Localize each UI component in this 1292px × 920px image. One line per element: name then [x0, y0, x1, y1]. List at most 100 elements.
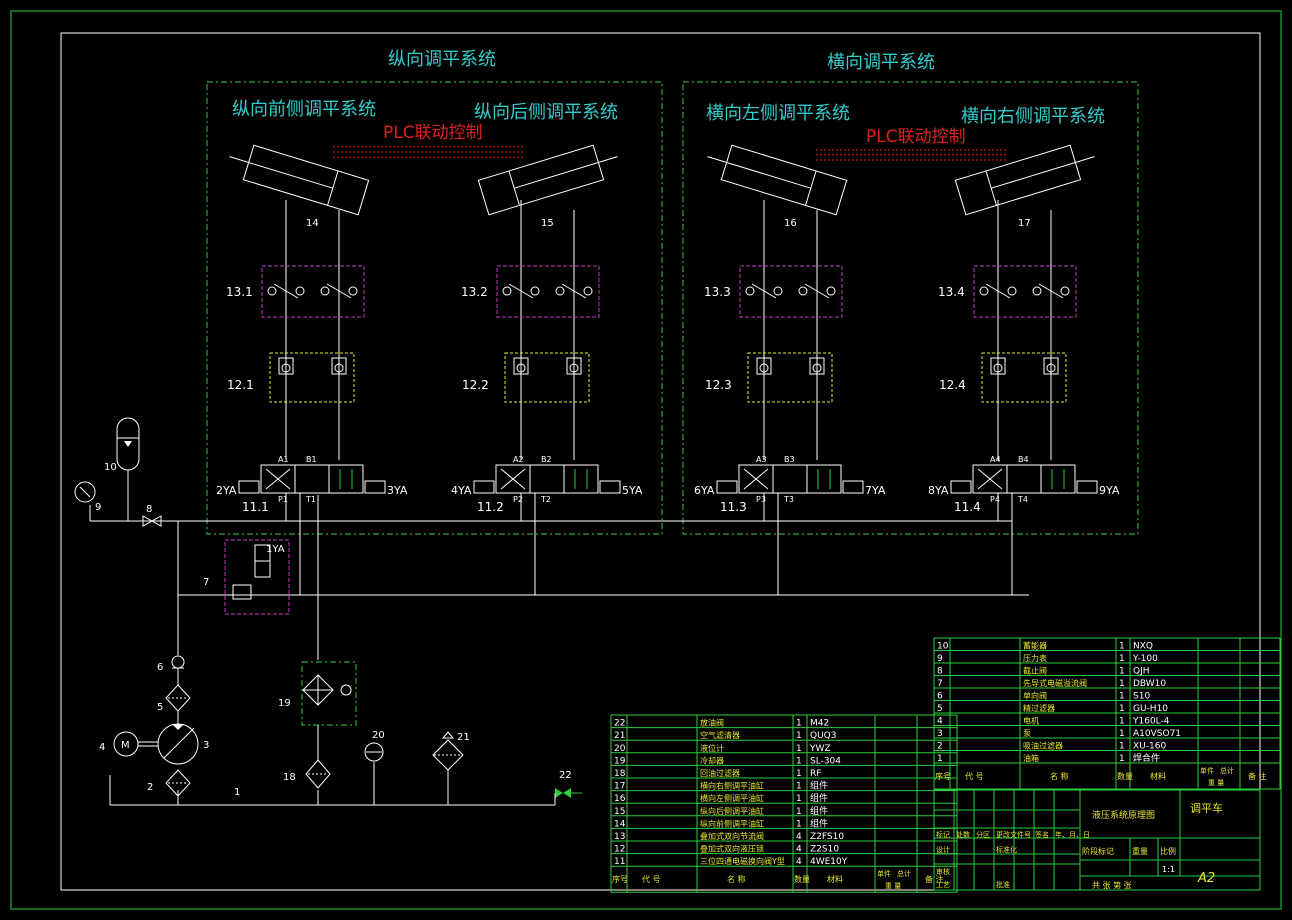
- hdr-name: 名 称: [1050, 771, 1069, 781]
- check-icon: [798, 286, 808, 296]
- hdr-code: 代 号: [965, 771, 984, 781]
- bom-mat: XU-160: [1133, 742, 1166, 752]
- hdr-note: 备 注: [1248, 771, 1267, 781]
- bom-name: 截止阀: [1023, 666, 1047, 676]
- motor-icon: [113, 731, 139, 757]
- long-front-title: 纵向前侧调平系统: [232, 99, 376, 120]
- port-A: A4: [990, 455, 1001, 464]
- solenoid-right-icon: [364, 480, 386, 494]
- bom-no: 17: [614, 782, 625, 792]
- bom-mat: Z2FS10: [810, 832, 844, 842]
- hdr-unit: 单件: [877, 869, 891, 878]
- throttle-label: 13.1: [226, 285, 253, 299]
- throttle-label: 13.3: [704, 285, 731, 299]
- review-label: 审核: [936, 867, 950, 876]
- bom-mat: Y-100: [1132, 654, 1158, 664]
- bom-mat: 焊合件: [1133, 752, 1160, 764]
- bom-mat: 4WE10Y: [810, 857, 848, 867]
- bom-no: 4: [937, 717, 943, 727]
- cooler-box: [301, 661, 357, 726]
- bom-no: 18: [614, 769, 626, 779]
- bom-no: 9: [937, 654, 943, 664]
- stage-mark: 阶段标记: [1082, 846, 1114, 856]
- bom-qty: 1: [1119, 679, 1125, 689]
- solenoid-left-label: 4YA: [451, 484, 472, 497]
- port-B: B3: [784, 455, 795, 464]
- bom-mat: DBW10: [1133, 679, 1166, 689]
- inner-frame: [60, 32, 1261, 891]
- bom-mat: 组件: [810, 817, 828, 829]
- solenoid-right-label: 3YA: [387, 484, 408, 497]
- pressure-lines: [89, 470, 1029, 806]
- hdr-name: 名 称: [727, 874, 746, 884]
- pilot-check-icon: [516, 363, 526, 373]
- bom-name: 三位四通电磁换向阀Y型: [700, 856, 785, 866]
- drain-valve-icon: [555, 788, 563, 798]
- pressure-gauge-icon: [74, 481, 96, 503]
- solenoid-right-label: 9YA: [1099, 484, 1120, 497]
- solenoid-left-icon: [716, 480, 738, 494]
- lock-label: 12.2: [462, 378, 489, 392]
- bom-no: 19: [614, 756, 626, 766]
- bom-qty: 4: [796, 845, 802, 855]
- solenoid-left-icon: [473, 480, 495, 494]
- bom-mat: 组件: [810, 805, 828, 817]
- bom-no: 10: [937, 642, 949, 652]
- label-21: 21: [457, 732, 470, 743]
- hdr-weight: 重 量: [1208, 779, 1224, 787]
- bom-qty: 1: [1119, 692, 1125, 702]
- bom-mat: NXQ: [1133, 642, 1153, 652]
- bom-mat: 组件: [810, 792, 828, 804]
- pilot-check-icon: [281, 363, 291, 373]
- sheet-size: A2: [1197, 871, 1215, 886]
- label-10: 10: [104, 462, 117, 473]
- hdr-code: 代 号: [642, 874, 661, 884]
- port-P: P3: [756, 495, 766, 504]
- label-1YA: 1YA: [266, 544, 285, 555]
- label-19: 19: [278, 698, 291, 709]
- longitudinal-title: 纵向调平系统: [388, 49, 496, 70]
- bom-no: 11: [614, 857, 625, 867]
- svg-text:M: M: [121, 740, 130, 751]
- bom-name: 纵向后侧调平油缸: [700, 806, 764, 816]
- bom-name: 泵: [1023, 729, 1031, 738]
- lock-label: 12.3: [705, 378, 732, 392]
- bom-name: 液位计: [700, 743, 724, 753]
- relief-valve-icon: [232, 584, 252, 600]
- air-filter-icon: [432, 739, 464, 771]
- bom-name: 纵向前侧调平油缸: [700, 818, 764, 828]
- directional-valve-icon: [260, 464, 364, 494]
- bom-qty: 1: [1119, 754, 1125, 764]
- solenoid-left-label: 8YA: [928, 484, 949, 497]
- scale-label: 比例: [1160, 846, 1176, 856]
- bom-qty: 1: [796, 782, 802, 792]
- throttle-label: 13.2: [461, 285, 488, 299]
- bom-name: 横向左侧调平油缸: [700, 793, 764, 803]
- lock-label: 12.4: [939, 378, 966, 392]
- port-A: A2: [513, 455, 524, 464]
- plc-left-label: PLC联动控制: [383, 123, 483, 143]
- bom-mat: RF: [810, 769, 821, 779]
- bom-qty: 1: [796, 819, 802, 829]
- bom-no: 5: [937, 704, 943, 714]
- product-name: 调平车: [1190, 801, 1223, 815]
- hdr-weight: 重 量: [885, 882, 901, 890]
- check-valve-icon: [171, 655, 185, 669]
- bom-qty: 1: [796, 794, 802, 804]
- bom-no: 12: [614, 845, 625, 855]
- check-icon: [1032, 286, 1042, 296]
- cylinder-icon: [477, 144, 618, 216]
- bom-mat: SL-304: [810, 756, 841, 766]
- solenoid-right-label: 7YA: [865, 484, 886, 497]
- port-A: A1: [278, 455, 289, 464]
- bom-qty: 1: [1119, 717, 1125, 727]
- directional-valve-icon: [495, 464, 599, 494]
- bom-name: 空气滤清器: [700, 730, 740, 740]
- solenoid-right-icon: [599, 480, 621, 494]
- mark-label: 标记: [936, 830, 950, 839]
- hdr-total: 总计: [897, 869, 911, 878]
- bom-name: 单向阀: [1023, 691, 1047, 701]
